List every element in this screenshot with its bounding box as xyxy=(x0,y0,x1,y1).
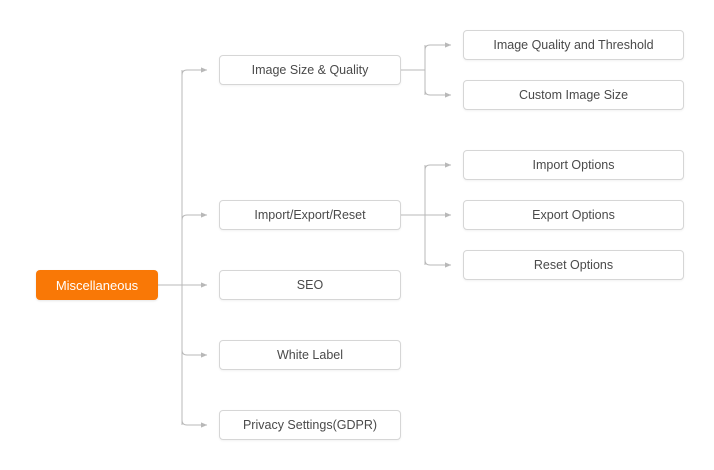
node-white-label[interactable]: White Label xyxy=(219,340,401,370)
node-label-white-label: White Label xyxy=(276,347,343,362)
node-label-image-quality-and-threshold: Image Quality and Threshold xyxy=(493,37,654,52)
root-arm-0 xyxy=(181,67,208,285)
node-label-import-export-reset: Import/Export/Reset xyxy=(254,207,366,222)
node-privacy-settings-gdpr[interactable]: Privacy Settings(GDPR) xyxy=(219,410,401,440)
import-export-reset-arm-2 xyxy=(424,215,452,268)
node-image-quality-and-threshold[interactable]: Image Quality and Threshold xyxy=(463,30,684,60)
node-label-custom-image-size: Custom Image Size xyxy=(518,87,629,102)
node-label-root: Miscellaneous xyxy=(55,277,139,293)
node-reset-options[interactable]: Reset Options xyxy=(463,250,684,280)
node-import-options[interactable]: Import Options xyxy=(463,150,684,180)
node-label-seo: SEO xyxy=(296,277,324,292)
node-export-options[interactable]: Export Options xyxy=(463,200,684,230)
node-label-reset-options: Reset Options xyxy=(533,257,614,272)
node-seo[interactable]: SEO xyxy=(219,270,401,300)
node-custom-image-size[interactable]: Custom Image Size xyxy=(463,80,684,110)
node-root[interactable]: Miscellaneous xyxy=(36,270,158,300)
root-arm-3 xyxy=(181,285,208,358)
node-import-export-reset[interactable]: Import/Export/Reset xyxy=(219,200,401,230)
node-label-privacy-settings-gdpr: Privacy Settings(GDPR) xyxy=(242,417,378,432)
root-arm-4 xyxy=(181,285,208,428)
node-image-size-quality[interactable]: Image Size & Quality xyxy=(219,55,401,85)
root-arm-1 xyxy=(181,212,208,285)
node-label-image-size-quality: Image Size & Quality xyxy=(251,62,369,77)
image-size-quality-arm-1 xyxy=(424,70,452,98)
node-label-export-options: Export Options xyxy=(532,207,615,222)
import-export-reset-arm-0 xyxy=(424,162,452,215)
image-size-quality-arm-0 xyxy=(424,42,452,70)
node-label-import-options: Import Options xyxy=(532,157,615,172)
